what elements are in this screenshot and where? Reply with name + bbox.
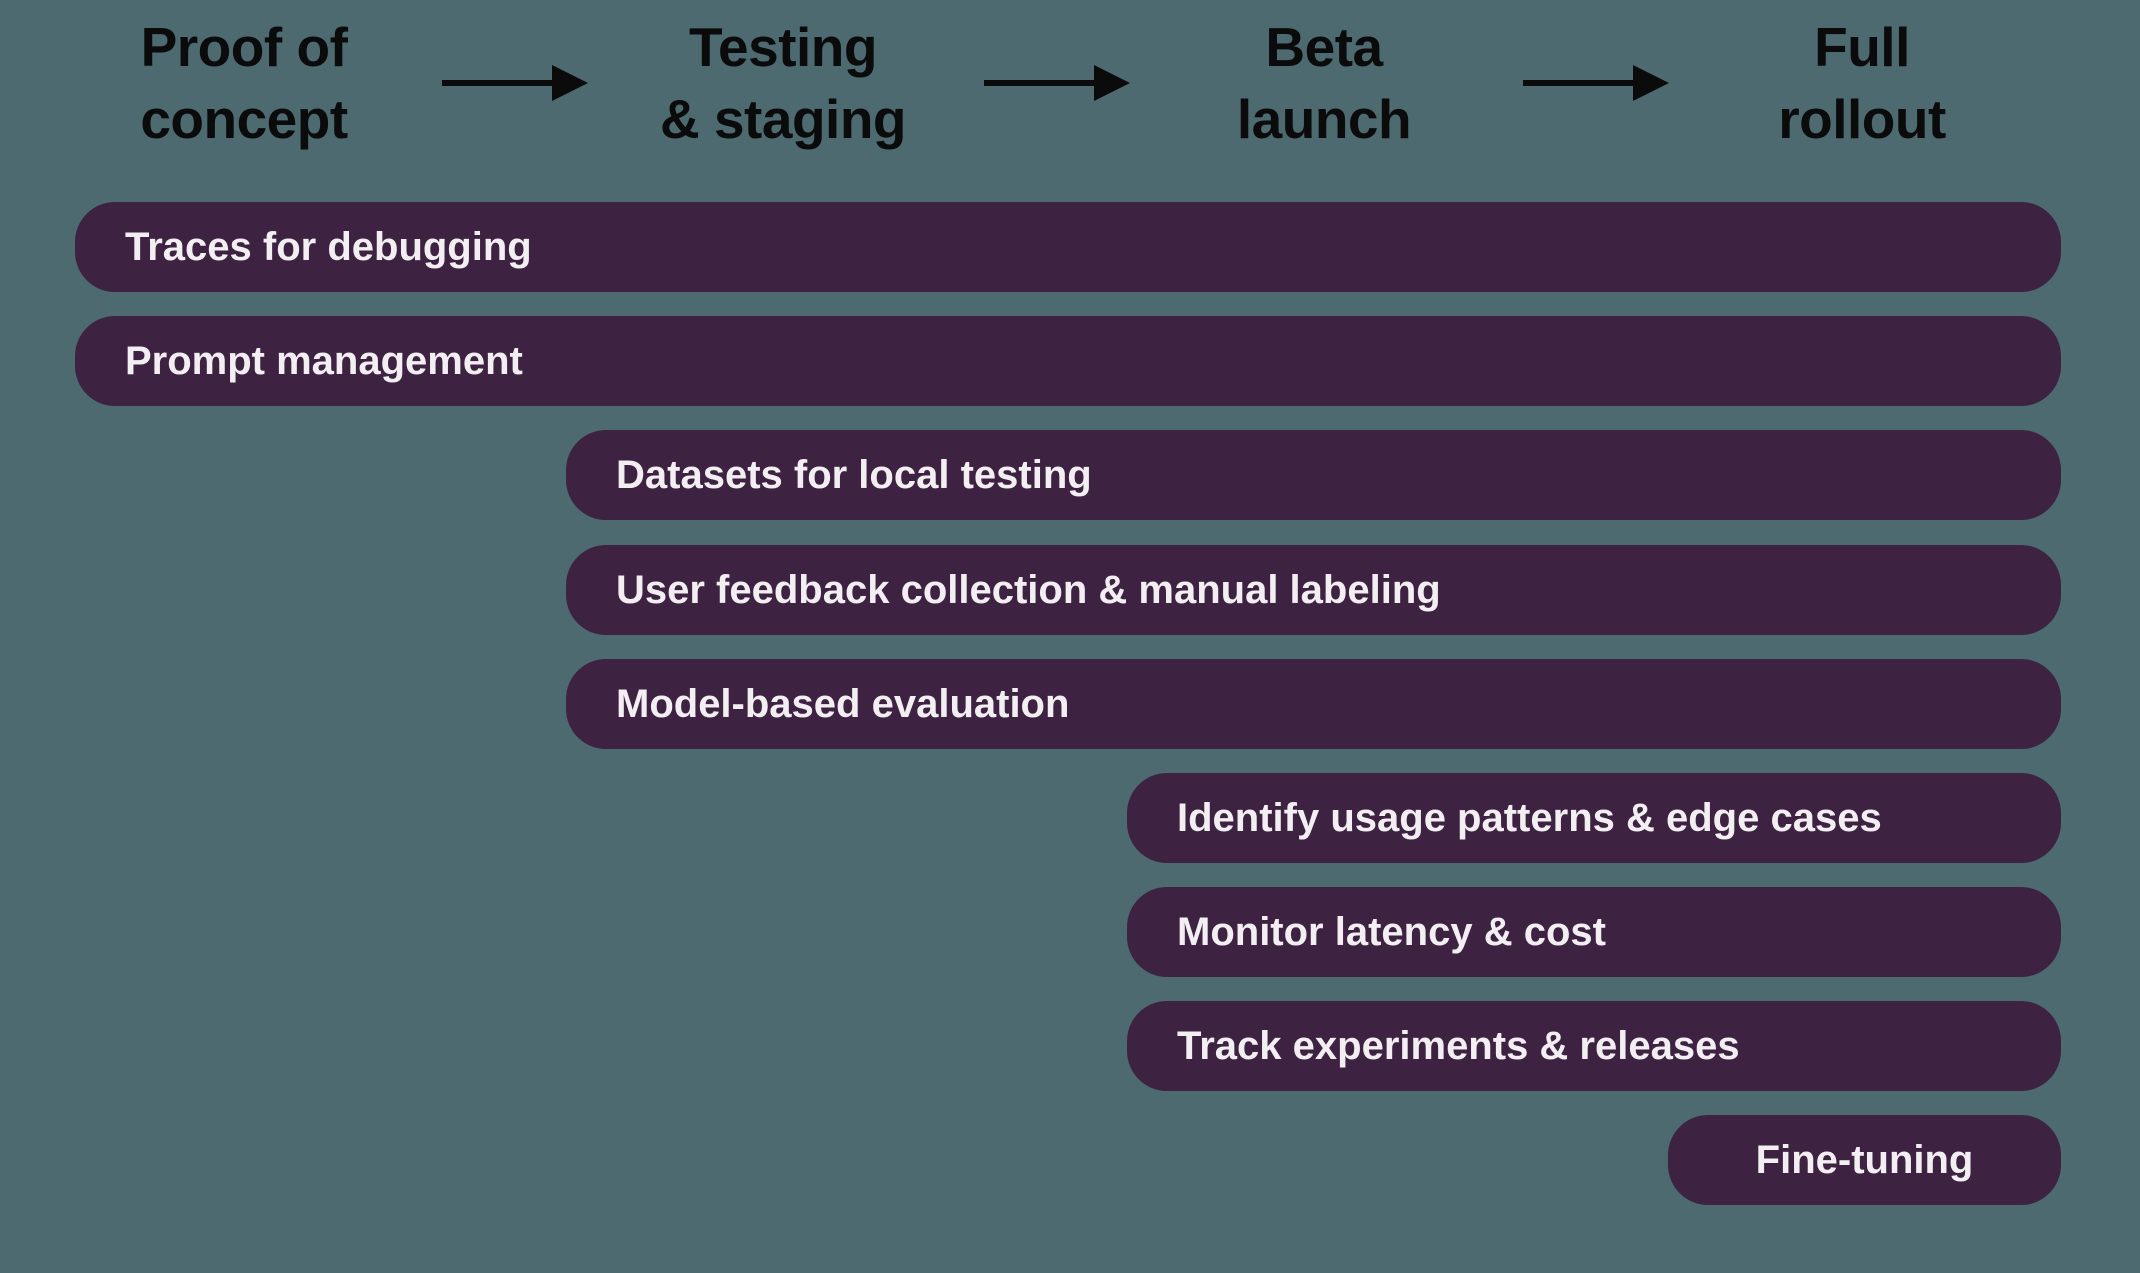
stage-label-full-rollout: Full rollout (1778, 16, 1946, 150)
bar-label: Fine-tuning (1755, 1137, 1974, 1182)
bar-monitor-latency-cost: Monitor latency & cost (1127, 887, 2061, 977)
arrow-right-icon (984, 65, 1130, 101)
stage-label-proof-of-concept: Proof of concept (140, 16, 348, 150)
bar-label: Prompt management (125, 338, 523, 383)
stage-label-testing-staging: Testing & staging (659, 16, 907, 150)
bar-model-based-evaluation: Model-based evaluation (566, 659, 2061, 749)
bar-track-experiments-releases: Track experiments & releases (1127, 1001, 2061, 1091)
bar-traces-for-debugging: Traces for debugging (75, 202, 2061, 292)
bar-label: User feedback collection & manual labeli… (616, 567, 1441, 612)
bar-identify-usage-patterns: Identify usage patterns & edge cases (1127, 773, 2061, 863)
bar-prompt-management: Prompt management (75, 316, 2061, 406)
bar-label: Identify usage patterns & edge cases (1177, 795, 1882, 840)
bar-user-feedback-collection: User feedback collection & manual labeli… (566, 545, 2061, 635)
arrow-right-icon (442, 65, 588, 101)
bar-label: Datasets for local testing (616, 452, 1092, 497)
bar-fine-tuning: Fine-tuning (1668, 1115, 2061, 1205)
arrow-right-icon (1523, 65, 1669, 101)
bar-datasets-for-local-testing: Datasets for local testing (566, 430, 2061, 520)
bar-label: Traces for debugging (125, 224, 532, 269)
stage-label-beta-launch: Beta launch (1236, 16, 1412, 150)
bar-label: Track experiments & releases (1177, 1023, 1740, 1068)
bar-label: Model-based evaluation (616, 681, 1070, 726)
bar-label: Monitor latency & cost (1177, 909, 1606, 954)
